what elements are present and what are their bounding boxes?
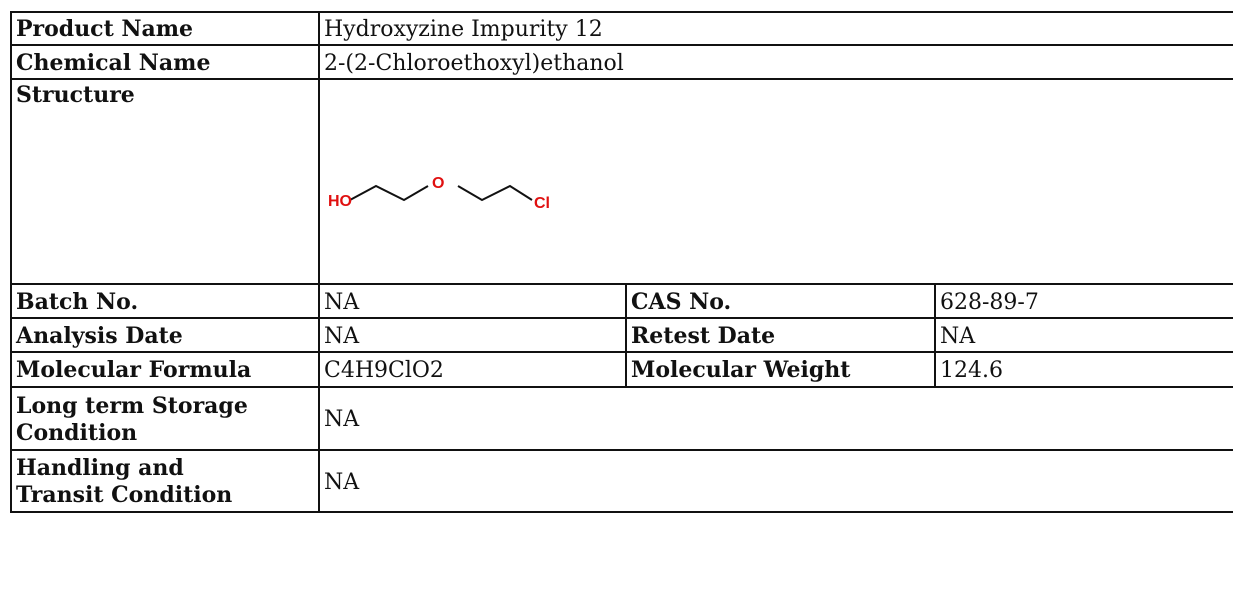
cas-no-label: CAS No. xyxy=(625,283,936,319)
row-batch: Batch No. NA CAS No. 628-89-7 xyxy=(10,283,1233,319)
molecular-formula-value: C4H9ClO2 xyxy=(318,351,627,388)
row-chemical-name: Chemical Name 2-(2-Chloroethoxyl)ethanol xyxy=(10,44,1233,80)
storage-label-line2: Condition xyxy=(16,419,138,446)
handling-label-line2: Transit Condition xyxy=(16,482,233,508)
batch-no-value: NA xyxy=(318,283,627,319)
handling-condition-value: NA xyxy=(318,449,1233,513)
structure-bonds xyxy=(349,184,533,202)
molecular-formula-label: Molecular Formula xyxy=(10,351,320,388)
chemical-name-value: 2-(2-Chloroethoxyl)ethanol xyxy=(318,44,1233,80)
structure-diagram: HO O Cl xyxy=(328,175,550,212)
molecular-weight-label: Molecular Weight xyxy=(625,351,936,388)
retest-date-value: NA xyxy=(934,317,1233,353)
product-name-label: Product Name xyxy=(10,11,320,46)
retest-date-label: Retest Date xyxy=(625,317,936,353)
molecular-weight-value: 124.6 xyxy=(934,351,1233,388)
analysis-date-label: Analysis Date xyxy=(10,317,320,353)
row-analysis: Analysis Date NA Retest Date NA xyxy=(10,317,1233,353)
row-product-name: Product Name Hydroxyzine Impurity 12 xyxy=(10,11,1233,46)
row-formula: Molecular Formula C4H9ClO2 Molecular Wei… xyxy=(10,351,1233,388)
atom-hydroxyl: HO xyxy=(328,193,352,210)
cas-no-value: 628-89-7 xyxy=(934,283,1233,319)
product-spec-table: Product Name Hydroxyzine Impurity 12 Che… xyxy=(10,11,1233,513)
storage-label-line1: Long term Storage xyxy=(16,392,248,419)
atom-ether-oxygen: O xyxy=(432,175,444,192)
batch-no-label: Batch No. xyxy=(10,283,320,319)
product-name-value: Hydroxyzine Impurity 12 xyxy=(318,11,1233,46)
structure-image: HO O Cl xyxy=(321,81,1233,281)
atom-chlorine: Cl xyxy=(534,195,550,212)
handling-label-line1: Handling and xyxy=(16,455,184,481)
analysis-date-value: NA xyxy=(318,317,627,353)
chemical-name-label: Chemical Name xyxy=(10,44,320,80)
storage-condition-value: NA xyxy=(318,386,1233,451)
structure-label: Structure xyxy=(10,78,320,285)
structure-cell: HO O Cl xyxy=(318,78,1233,285)
row-structure: Structure HO O Cl xyxy=(10,78,1233,285)
